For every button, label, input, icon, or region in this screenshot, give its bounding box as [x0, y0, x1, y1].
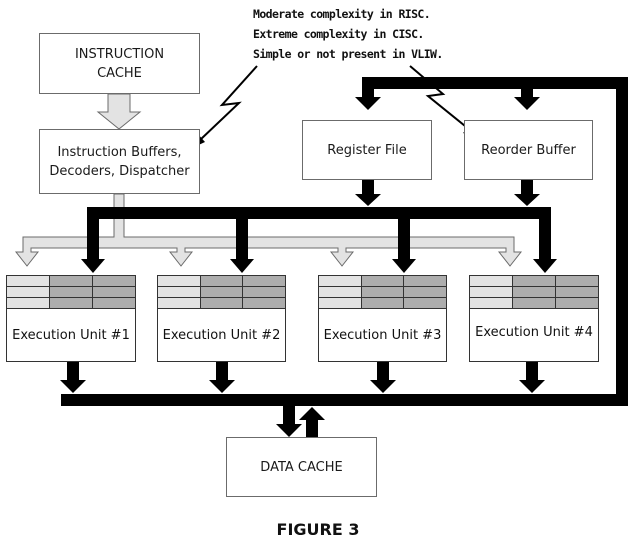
instruction-cache-label-1: INSTRUCTION	[74, 46, 165, 62]
reservation-station	[319, 276, 446, 309]
reorder-buffer-box: Reorder Buffer	[464, 120, 593, 180]
dispatcher-label-1: Instruction Buffers,	[57, 144, 182, 160]
dispatcher-label-2: Decoders, Dispatcher	[49, 163, 190, 179]
instruction-distribution-bus	[14, 193, 523, 267]
reservation-station	[7, 276, 135, 309]
annotation-line-vliw: Simple or not present in VLIW.	[253, 47, 443, 61]
register-file-box: Register File	[302, 120, 432, 180]
data-cache-box: DATA CACHE	[226, 437, 377, 497]
result-bus	[60, 77, 628, 437]
operand-bus	[81, 180, 557, 273]
execution-unit-label: Execution Unit #4	[475, 325, 593, 340]
annotation-line-risc: Moderate complexity in RISC.	[253, 7, 431, 21]
annotation-line-cisc: Extreme complexity in CISC.	[253, 27, 424, 41]
dispatcher-box: Instruction Buffers, Decoders, Dispatche…	[39, 129, 200, 194]
instruction-cache-label-2: CACHE	[97, 65, 142, 81]
reorder-buffer-label: Reorder Buffer	[481, 142, 576, 158]
register-file-label: Register File	[327, 142, 407, 158]
icache-to-dispatcher-arrow	[96, 93, 142, 130]
figure-caption: FIGURE 3	[276, 520, 360, 539]
execution-unit-1: Execution Unit #1	[6, 275, 136, 362]
execution-unit-label: Execution Unit #3	[323, 327, 442, 343]
reservation-station	[470, 276, 598, 309]
data-cache-label: DATA CACHE	[260, 459, 343, 475]
instruction-cache-box: INSTRUCTION CACHE	[39, 33, 200, 94]
reservation-station	[158, 276, 285, 309]
complexity-annotation: Moderate complexity in RISC. Extreme com…	[253, 4, 443, 64]
execution-unit-label: Execution Unit #1	[12, 327, 130, 343]
execution-unit-2: Execution Unit #2	[157, 275, 286, 362]
execution-unit-4: Execution Unit #4	[469, 275, 599, 362]
annotation-arrows	[199, 65, 471, 141]
execution-unit-label: Execution Unit #2	[162, 327, 281, 343]
execution-unit-3: Execution Unit #3	[318, 275, 447, 362]
